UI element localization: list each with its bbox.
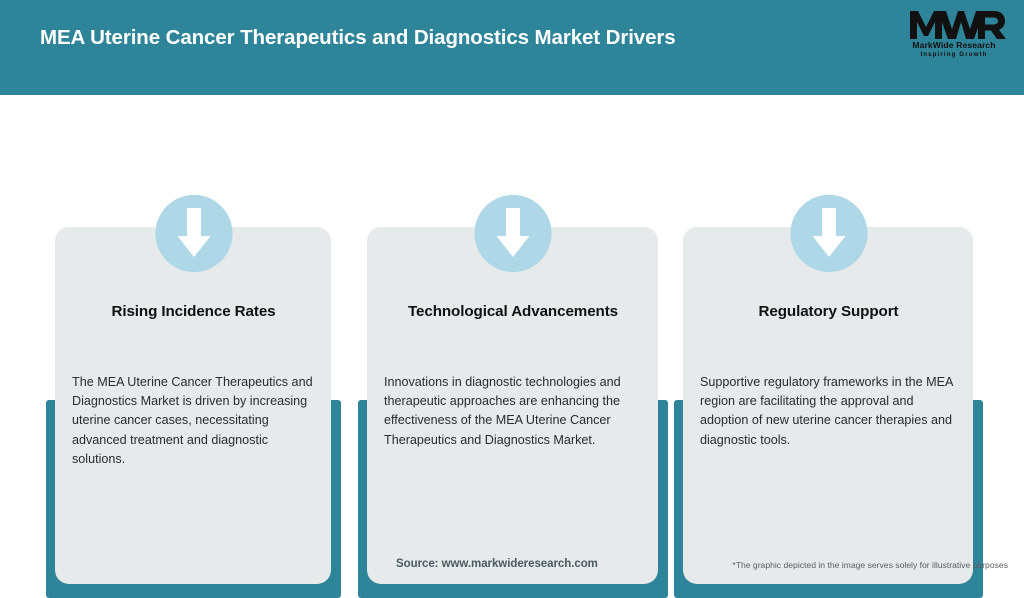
arrow-down-icon [790, 195, 867, 272]
card-title: Rising Incidence Rates [111, 303, 276, 320]
disclaimer-note: *The graphic depicted in the image serve… [732, 560, 1008, 570]
logo-tagline: Inspiring Growth [920, 50, 988, 58]
card-body-text: Innovations in diagnostic technologies a… [384, 375, 621, 447]
logo-company-name: MarkWide Research [912, 40, 996, 50]
card-panel [683, 227, 973, 584]
page-title: MEA Uterine Cancer Therapeutics and Diag… [40, 26, 676, 49]
arrow-down-icon [474, 195, 552, 272]
card-panel [55, 227, 331, 584]
card-panel [367, 227, 658, 584]
card-title: Technological Advancements [407, 303, 619, 320]
card-title: Regulatory Support [758, 303, 899, 320]
arrow-down-icon [155, 195, 232, 272]
card-body-text: Supportive regulatory frameworks in the … [700, 375, 953, 447]
page-header: MEA Uterine Cancer Therapeutics and Diag… [0, 0, 1024, 95]
brand-logo: MarkWide Research Inspiring Growth [902, 10, 1006, 68]
source-label: Source: www.markwideresearch.com [396, 558, 598, 570]
drivers-card-group: Rising Incidence Rates The MEA Uterine C… [0, 95, 1024, 598]
card-body-text: The MEA Uterine Cancer Therapeutics and … [72, 375, 313, 466]
mwr-logo-icon [902, 10, 1006, 40]
